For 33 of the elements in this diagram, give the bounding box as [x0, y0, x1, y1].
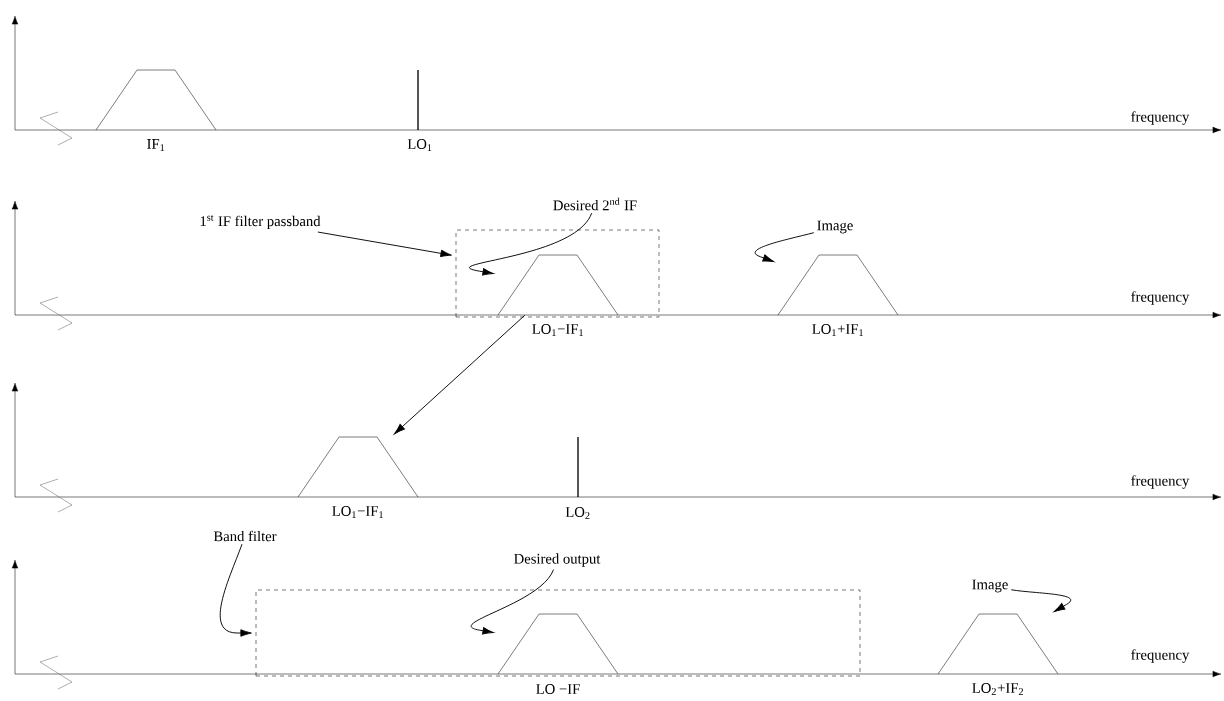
axis-label: LO$_{2}$	[565, 507, 590, 519]
frequency-label: LO$_{2}$+IF$_{2}$	[972, 683, 1023, 695]
axis-label: LO$_{1}$	[407, 139, 432, 151]
frequency-label: IF$_{1}$	[147, 139, 165, 151]
callout-text: Band filter	[213, 530, 277, 542]
frequency-label: LO$_{1}$−IF$_{1}$	[532, 324, 583, 336]
axis-label: frequency	[1131, 475, 1190, 489]
callout-text: Desired 2$^{nd}$ IF	[553, 197, 637, 211]
arrow	[754, 232, 815, 263]
filter-passband-box	[255, 589, 861, 677]
arrow	[219, 543, 252, 637]
callout-text: Image	[817, 220, 853, 234]
spectrum-trapezoid	[95, 69, 217, 131]
frequency-label: LO$_{1}$−IF$_{1}$	[332, 506, 383, 518]
axis-label: frequency	[1131, 291, 1190, 305]
arrow	[469, 212, 593, 276]
frequency-label: LO −IF	[536, 684, 580, 694]
axis-label: frequency	[1131, 111, 1190, 125]
callout-text: Image	[972, 579, 1008, 593]
callout-text: 1$^{st}$ IF filter passband	[200, 214, 321, 230]
spectrum-trapezoid	[497, 613, 619, 675]
filter-passband-box	[455, 229, 660, 318]
arrow	[1010, 589, 1072, 612]
arrow	[317, 231, 452, 258]
frequency-label: LO$_{1}$+IF$_{1}$	[812, 324, 863, 336]
arrow	[394, 314, 526, 435]
spectrum-trapezoid	[297, 436, 419, 498]
arrow	[470, 569, 554, 635]
callout-text: Desired output	[514, 553, 601, 567]
spectrum-trapezoid	[937, 613, 1059, 675]
spectrum-trapezoid	[497, 254, 619, 316]
axis-label: frequency	[1131, 649, 1190, 663]
spectrum-trapezoid	[777, 254, 899, 316]
